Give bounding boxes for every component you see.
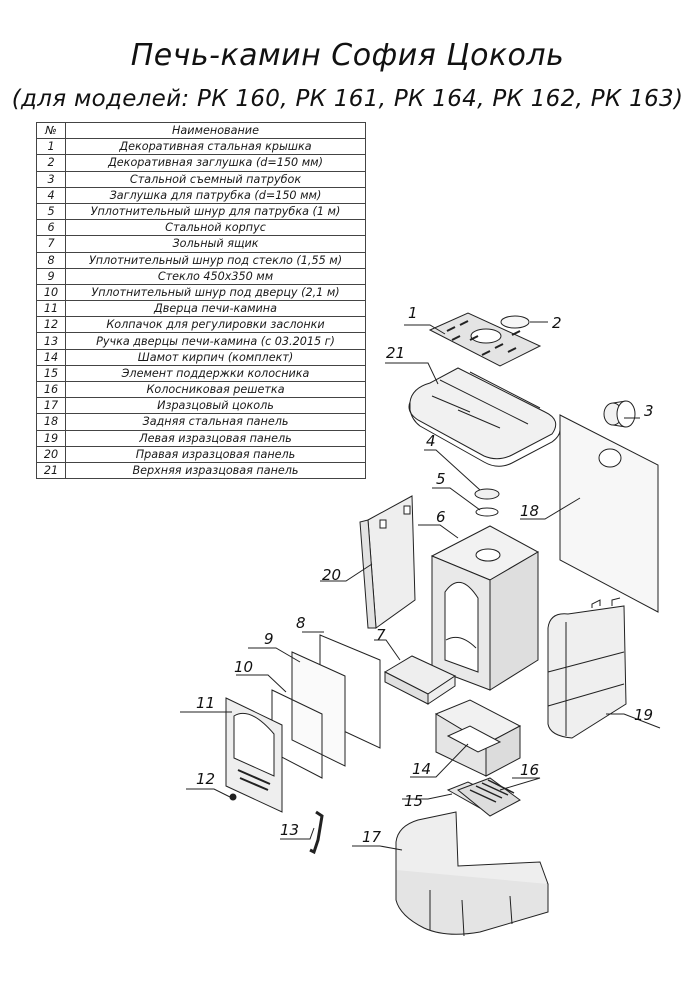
part-2-decorative-cap <box>500 315 530 329</box>
part-name: Правая изразцовая панель <box>65 445 366 463</box>
page-subtitle: (для моделей: РК 160, РК 161, РК 164, РК… <box>11 86 684 112</box>
part-name: Уплотнительный шнур для патрубка (1 м) <box>65 202 366 221</box>
callout-5: 5 <box>436 470 446 488</box>
callout-17: 17 <box>362 828 382 846</box>
callout-2: 2 <box>552 314 562 332</box>
part-18-rear-steel-panel <box>559 414 659 613</box>
part-12-damper-cap <box>229 793 237 801</box>
part-19-left-tile-panel <box>547 597 627 739</box>
part-name: Шамот кирпич (комплект) <box>65 348 366 366</box>
part-13-door-handle <box>309 810 324 855</box>
part-3-steel-pipe <box>603 400 636 428</box>
part-name: Дверца печи-камина <box>65 300 366 318</box>
callout-20: 20 <box>322 566 341 584</box>
callout-7: 7 <box>376 626 386 644</box>
callout-labels: 1 2 3 4 5 6 7 8 9 10 11 12 13 14 15 16 1… <box>196 304 654 846</box>
callout-14: 14 <box>412 760 431 778</box>
callout-8: 8 <box>296 614 306 632</box>
part-7-ash-box <box>383 655 457 705</box>
part-11-door <box>225 697 283 813</box>
part-number: 12 <box>36 316 66 334</box>
callout-1: 1 <box>408 304 418 322</box>
part-9-glass <box>291 651 346 767</box>
part-name: Стальной съемный патрубок <box>65 170 366 188</box>
callout-11: 11 <box>196 694 215 712</box>
part-6-steel-body <box>430 525 540 691</box>
page-title: Печь-камин София Цоколь <box>130 38 565 73</box>
part-name: Уплотнительный шнур под дверцу (2,1 м) <box>65 283 366 302</box>
callout-4: 4 <box>426 432 436 450</box>
callout-leaders <box>180 321 661 851</box>
callout-18: 18 <box>520 502 539 520</box>
callout-6: 6 <box>436 508 446 526</box>
part-number: 13 <box>36 332 66 350</box>
callout-9: 9 <box>264 630 274 648</box>
callout-15: 15 <box>404 792 423 810</box>
callout-16: 16 <box>520 761 539 779</box>
part-number: 21 <box>36 461 66 480</box>
part-name: Элемент поддержки колосника <box>65 364 366 383</box>
callout-3: 3 <box>644 402 654 420</box>
part-20-right-tile-panel <box>359 495 416 629</box>
part-name: Уплотнительный шнур под стекло (1,55 м) <box>65 251 366 269</box>
part-name: Колосниковая решетка <box>65 380 366 399</box>
callout-21: 21 <box>386 344 405 362</box>
part-1-steel-lid <box>428 312 542 367</box>
callout-13: 13 <box>280 821 299 839</box>
part-17-tiled-base <box>395 811 549 937</box>
part-name: Заглушка для патрубка (d=150 мм) <box>65 186 366 204</box>
part-5-pipe-gasket <box>475 507 499 517</box>
part-14-chamotte-bricks <box>434 699 522 777</box>
part-name: Изразцовый цоколь <box>65 397 366 415</box>
part-name: Задняя стальная панель <box>65 413 366 431</box>
part-name: Колпачок для регулировки заслонки <box>65 316 366 334</box>
part-name: Верхняя изразцовая панель <box>65 461 366 480</box>
part-number: 15 <box>36 364 66 383</box>
callout-10: 10 <box>234 658 253 676</box>
part-4-pipe-plug <box>474 488 500 500</box>
callout-19: 19 <box>634 706 653 724</box>
callout-12: 12 <box>196 770 215 788</box>
part-21-top-tile-panel <box>408 367 561 467</box>
part-16-grate <box>457 777 521 817</box>
